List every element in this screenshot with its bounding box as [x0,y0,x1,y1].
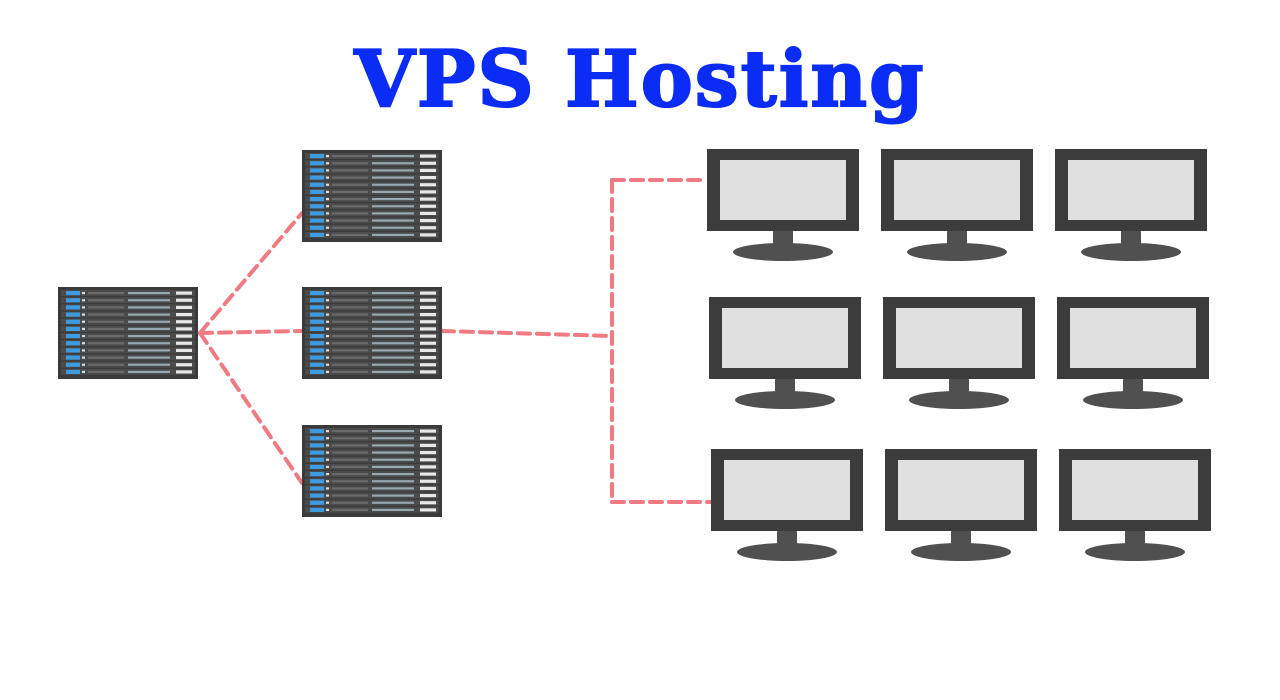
client-monitor-3-2 [885,449,1037,561]
server-rack-vps-top [302,150,442,242]
connector-lines [198,178,713,504]
client-monitor-1-3 [1055,149,1207,261]
server-group [58,150,442,517]
connector-master-to-vps-middle [198,329,304,335]
server-rack-vps-middle [302,287,442,379]
client-monitor-2-2 [883,297,1035,409]
client-monitor-1-2 [881,149,1033,261]
connector-master-to-vps-top [198,211,304,335]
client-monitor-2-3 [1057,297,1209,409]
client-monitor-3-1 [711,449,863,561]
connector-master-to-vps-bottom [198,331,304,485]
client-monitor-1-1 [707,149,859,261]
client-monitor-3-3 [1059,449,1211,561]
server-rack-vps-bottom [302,425,442,517]
page-title: VPS Hosting [353,33,926,126]
monitor-group [707,149,1211,561]
server-rack-master [58,287,198,379]
connector-vps-to-hub [440,329,614,338]
client-monitor-2-1 [709,297,861,409]
